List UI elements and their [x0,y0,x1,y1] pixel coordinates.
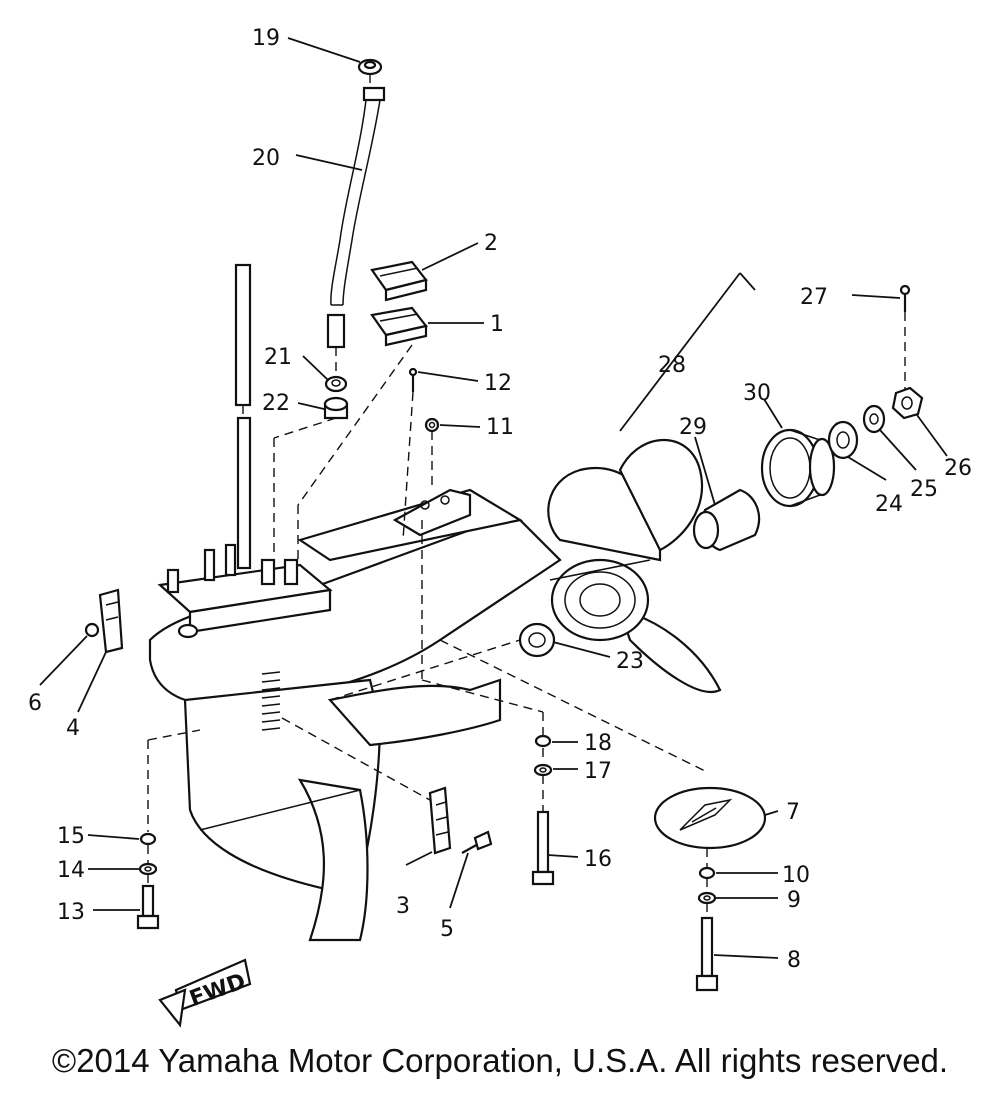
callout-14: 14 [57,858,85,883]
drive-shaft [234,263,252,570]
callout-2: 2 [484,231,498,256]
callout-29: 29 [679,415,707,440]
callout-4: 4 [66,716,80,741]
callout-20: 20 [252,146,280,171]
part-4-plate [98,588,124,654]
copyright-notice: ©2014 Yamaha Motor Corporation, U.S.A. A… [51,1042,949,1079]
callout-7: 7 [786,800,800,825]
part-21-grommet [324,375,348,393]
part-25-washer [862,404,886,434]
callout-3: 3 [396,894,410,919]
callout-10: 10 [782,863,810,888]
part-23-thrust-washer [518,622,556,658]
part-28-propeller [547,438,722,693]
part-14-washer [138,862,158,876]
callout-27: 27 [800,285,828,310]
part-22-grommet [323,396,349,420]
part-16-bolt [531,810,555,886]
part-19-grommet [357,58,383,76]
part-27-cotter-pin [899,284,911,312]
callout-25: 25 [910,477,938,502]
part-6-nut [84,622,100,638]
part-5-bolt [461,830,493,854]
fwd-arrow: FWD [158,958,252,1028]
callout-15: 15 [57,824,85,849]
part-12-pin [408,367,418,392]
callout-6: 6 [28,691,42,716]
part-10-washer [698,866,716,880]
callout-16: 16 [584,847,612,872]
part-13-bolt [136,884,160,930]
water-intake-grid [261,671,281,731]
part-26-nut [891,386,924,420]
callout-24: 24 [875,492,903,517]
part-29-spacer [692,488,761,552]
part-15-nut [139,832,157,846]
callout-12: 12 [484,371,512,396]
part-18-nut [534,734,552,748]
part-30-ring [760,428,836,508]
part-3-anode [428,786,452,855]
part-8-bolt [695,916,719,992]
lower-unit-housing [148,488,562,942]
part-11-grommet [424,417,440,433]
callout-19: 19 [252,26,280,51]
callout-21: 21 [264,345,292,370]
callout-13: 13 [57,900,85,925]
callout-23: 23 [616,649,644,674]
leader-lines [39,37,948,959]
callout-11: 11 [486,415,514,440]
callout-1: 1 [490,312,504,337]
callout-8: 8 [787,948,801,973]
part-9-washer [697,891,717,905]
part-1-pad [370,306,428,347]
callout-26: 26 [944,456,972,481]
callout-18: 18 [584,731,612,756]
callout-30: 30 [743,381,771,406]
callout-17: 17 [584,759,612,784]
callout-9: 9 [787,888,801,913]
part-17-washer [533,763,553,777]
callout-labels: 1 2 3 4 5 6 7 8 9 10 11 12 13 14 15 16 1… [28,26,972,973]
callout-22: 22 [262,391,290,416]
callout-5: 5 [440,917,454,942]
callout-28: 28 [658,353,686,378]
part-7-trim-tab [653,786,767,850]
part-24-washer [827,420,859,460]
part-20-water-tube [326,86,386,349]
part-2-pad [370,260,428,302]
